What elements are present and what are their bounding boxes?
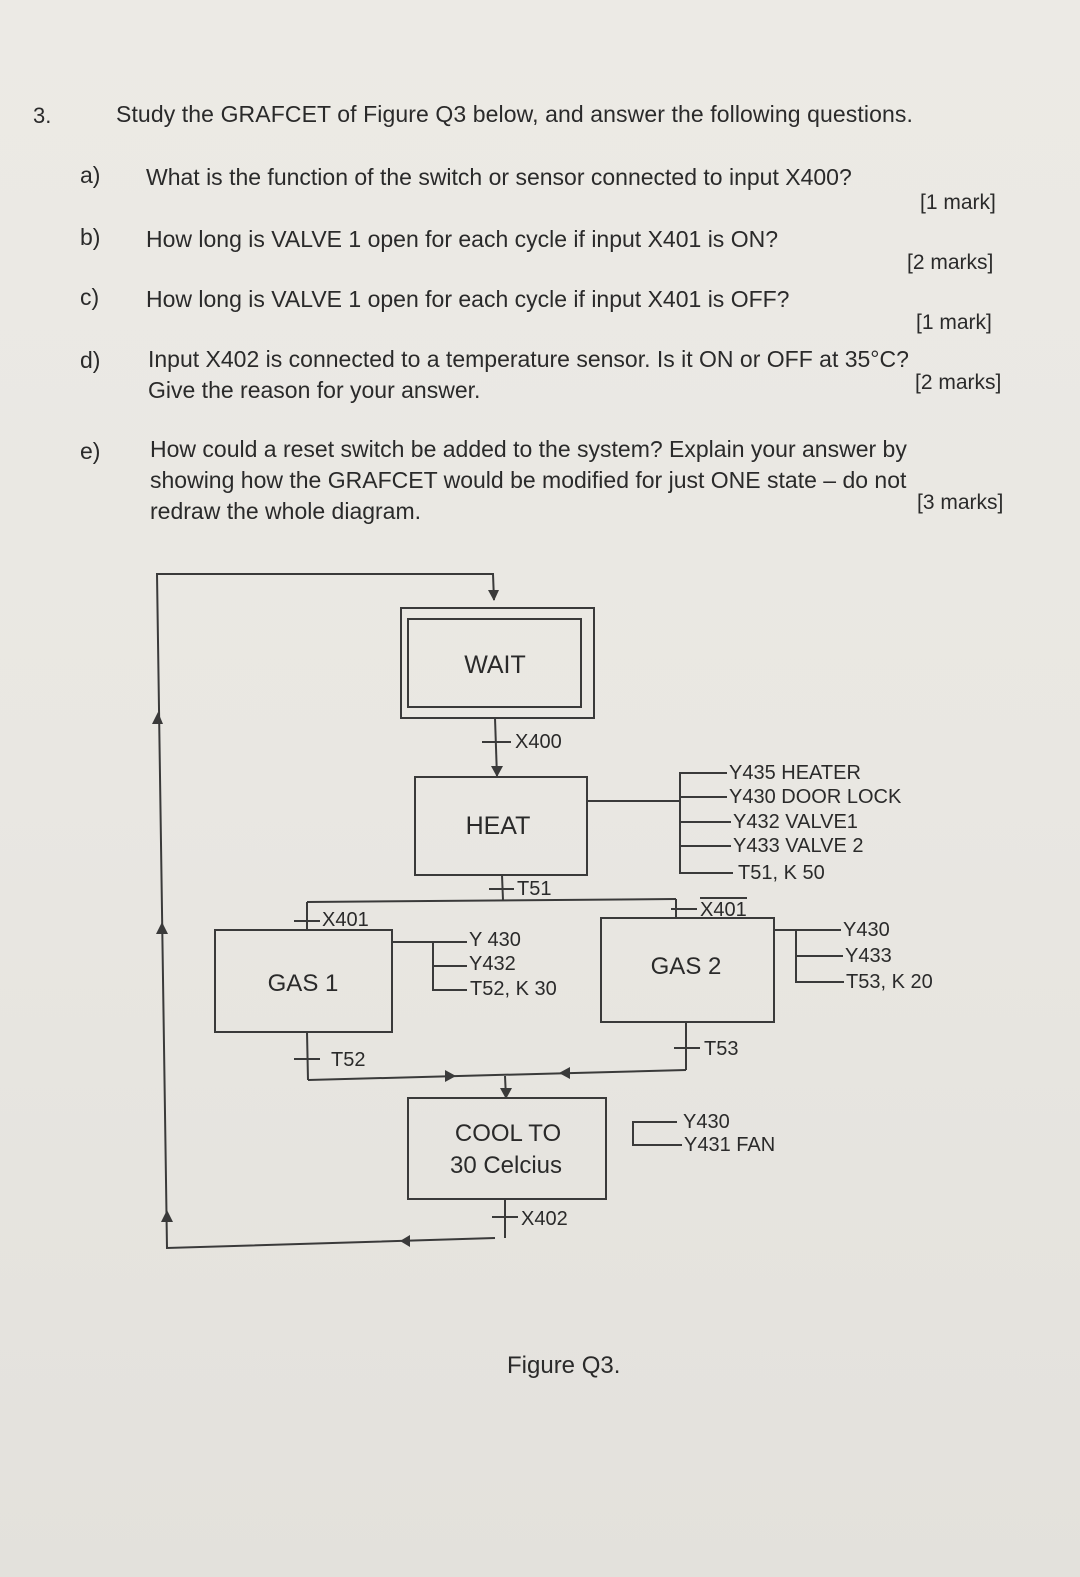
arrow-up-loop-1 — [152, 712, 163, 724]
part-e-text-1: How could a reset switch be added to the… — [150, 436, 907, 462]
part-d-text-1: Input X402 is connected to a temperature… — [148, 346, 909, 372]
transition-t52-label: T52 — [331, 1049, 365, 1071]
cool-action-bracket — [632, 1121, 682, 1146]
part-d-marks: [2 marks] — [915, 371, 1002, 394]
gas2-action-1: Y430 — [843, 919, 890, 941]
or-convergence-line — [307, 1069, 687, 1081]
transition-t51-label: T51 — [517, 878, 551, 900]
heat-step-label: HEAT — [466, 812, 531, 840]
heat-action-3: Y432 VALVE1 — [733, 811, 858, 833]
part-d-label: d) — [80, 347, 101, 373]
transition-t53-label: T53 — [704, 1038, 738, 1060]
part-d-text-2: Give the reason for your answer. — [148, 377, 481, 403]
cool-action-1: Y430 — [683, 1111, 730, 1133]
gas1-action-3: T52, K 30 — [470, 978, 557, 1000]
part-a-label: a) — [80, 162, 101, 188]
return-loop-line — [155, 573, 496, 1250]
wait-step-inner-box — [407, 618, 582, 708]
heat-action-1: Y435 HEATER — [729, 762, 861, 784]
part-e-label: e) — [80, 438, 101, 464]
part-b-text: How long is VALVE 1 open for each cycle … — [146, 226, 778, 252]
part-b-marks: [2 marks] — [907, 251, 994, 274]
gas1-action-1: Y 430 — [469, 929, 521, 951]
or-divergence-line — [306, 898, 677, 903]
part-c-marks: [1 mark] — [916, 311, 992, 334]
arrow-left-convergence — [559, 1067, 570, 1079]
part-e-text-3: redraw the whole diagram. — [150, 498, 422, 524]
arrow-left-return — [400, 1235, 410, 1247]
gas1-step-label: GAS 1 — [268, 970, 339, 997]
part-a-marks: [1 mark] — [920, 191, 996, 214]
part-c-label: c) — [80, 284, 100, 310]
gas2-action-2: Y433 — [845, 945, 892, 967]
heat-action-4: Y433 VALVE 2 — [733, 835, 863, 857]
heat-step-box — [414, 776, 588, 876]
arrow-down-wait — [488, 590, 499, 601]
cool-step-box — [407, 1097, 607, 1200]
arrow-up-loop-2 — [156, 922, 168, 934]
heat-action-5: T51, K 50 — [738, 862, 825, 884]
gas2-step-label: GAS 2 — [651, 953, 722, 980]
part-e-marks: [3 marks] — [917, 491, 1004, 514]
question-intro: Study the GRAFCET of Figure Q3 below, an… — [116, 101, 913, 127]
cool-action-2: Y431 FAN — [684, 1134, 775, 1156]
cool-step-label-line2: 30 Celcius — [450, 1152, 562, 1179]
part-e-text-2: showing how the GRAFCET would be modifie… — [150, 467, 907, 493]
wait-step-label: WAIT — [464, 651, 526, 679]
part-c-text: How long is VALVE 1 open for each cycle … — [146, 286, 790, 312]
arrow-up-loop-3 — [161, 1210, 173, 1222]
gas2-step-box — [600, 917, 775, 1023]
heat-action-2: Y430 DOOR LOCK — [729, 786, 902, 808]
part-b-label: b) — [80, 224, 101, 250]
arrow-right-convergence — [445, 1070, 456, 1082]
transition-x402-label: X402 — [521, 1208, 568, 1230]
link-heat-divergence — [501, 874, 504, 901]
cool-step-label-line1: COOL TO — [455, 1120, 561, 1147]
transition-x401-not-label: X401 — [700, 899, 747, 921]
arrow-down-heat — [491, 766, 503, 777]
figure-caption: Figure Q3. — [507, 1352, 621, 1379]
gas2-action-3: T53, K 20 — [846, 971, 933, 993]
transition-x401-label: X401 — [322, 909, 369, 931]
gas1-action-2: Y432 — [469, 953, 516, 975]
part-a-text: What is the function of the switch or se… — [146, 164, 852, 190]
question-number: 3. — [33, 103, 52, 128]
arrow-down-cool — [500, 1088, 512, 1099]
transition-x400-label: X400 — [515, 731, 562, 753]
wait-step-outer-box — [400, 607, 595, 719]
gas1-step-box — [214, 929, 393, 1033]
